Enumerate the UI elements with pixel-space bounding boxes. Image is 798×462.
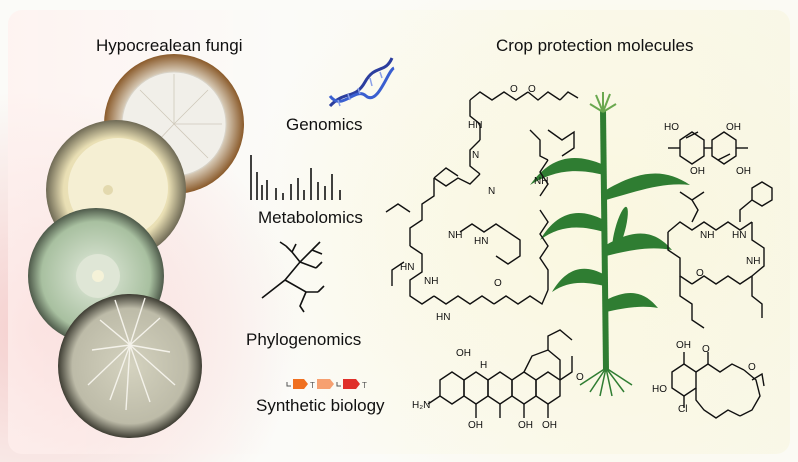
depsipeptide-structure	[667, 181, 773, 329]
svg-text:T: T	[362, 381, 367, 390]
cyclic-peptide-structure	[385, 91, 579, 306]
atom-oh-1: OH	[726, 122, 741, 133]
atom-o-1: O	[510, 84, 518, 95]
corn-plant	[530, 92, 690, 397]
atom-oh-4: OH	[456, 348, 471, 359]
atom-oh-5: OH	[468, 420, 483, 431]
atom-oh-6: OH	[518, 420, 533, 431]
atom-n-2: N	[488, 186, 496, 197]
mass-spectrum-icon	[250, 155, 341, 200]
atom-o-7: O	[748, 362, 756, 373]
gene-cluster-icon: T T	[286, 379, 367, 390]
atom-cl: Cl	[678, 404, 688, 415]
atom-ho-2: HO	[652, 384, 667, 395]
atom-hn-5: HN	[732, 230, 747, 241]
atom-o-4: O	[696, 268, 704, 279]
atom-nh-1: NH	[534, 176, 549, 187]
atom-h2n: H₂N	[412, 400, 431, 411]
svg-text:T: T	[310, 381, 315, 390]
atom-nh-5: NH	[746, 256, 761, 267]
phylogenetic-tree-icon	[261, 241, 325, 313]
atom-hn-3: HN	[400, 262, 415, 273]
genomics-label: Genomics	[286, 115, 363, 134]
atom-o-3: O	[494, 278, 502, 289]
dna-helix-icon	[328, 57, 395, 108]
metabolomics-label: Metabolomics	[258, 208, 363, 227]
atom-nh-3: NH	[424, 276, 439, 287]
atom-hn-2: HN	[474, 236, 489, 247]
atom-nh-4: NH	[700, 230, 715, 241]
bipyridine-structure	[668, 131, 748, 165]
macrolide-structure	[671, 352, 765, 419]
tetracycline-structure	[427, 329, 573, 418]
atom-nh-2: NH	[448, 230, 463, 241]
atom-h-1: H	[480, 360, 488, 371]
atom-oh-2: OH	[690, 166, 705, 177]
atom-oh-8: OH	[676, 340, 691, 351]
phylogenomics-label: Phylogenomics	[246, 330, 362, 349]
atom-hn-4: HN	[436, 312, 451, 323]
atom-o-6: O	[702, 344, 710, 355]
atom-hn-1: HN	[468, 120, 483, 131]
atom-ho-1: HO	[664, 122, 679, 133]
atom-o-2: O	[528, 84, 536, 95]
atom-n-1: N	[472, 150, 480, 161]
right-title: Crop protection molecules	[496, 36, 694, 55]
petri-dish-4	[58, 294, 202, 438]
atom-o-5: O	[576, 372, 584, 383]
synthetic-biology-label: Synthetic biology	[256, 396, 385, 415]
left-title: Hypocrealean fungi	[96, 36, 243, 55]
atom-oh-7: OH	[542, 420, 557, 431]
atom-oh-3: OH	[736, 166, 751, 177]
